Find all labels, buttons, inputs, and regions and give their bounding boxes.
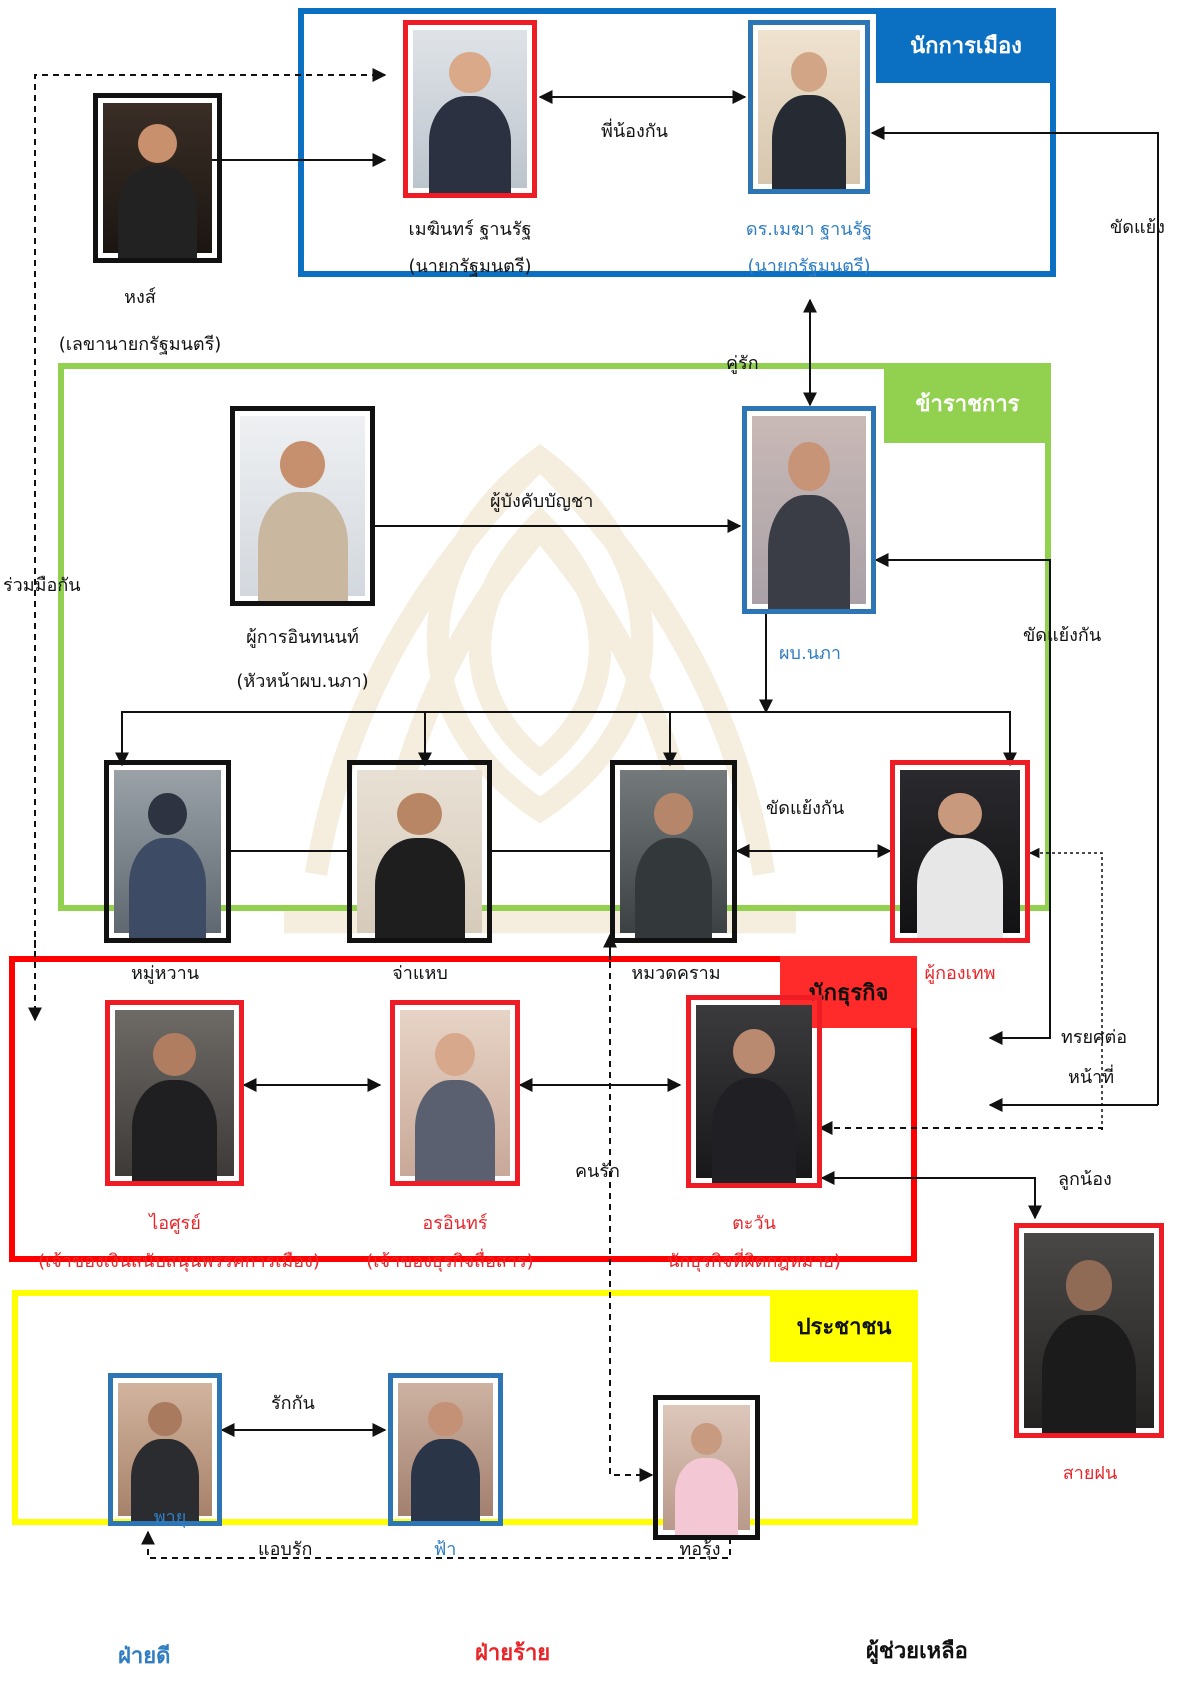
photo-muadkram	[610, 760, 737, 943]
caption-jaehaeb: จ่าแหบ	[392, 963, 448, 984]
label-subordinate: ลูกน้อง	[1058, 1169, 1112, 1190]
caption-muadkram: หมวดคราม	[631, 963, 721, 984]
label-conflict-muadkram: ขัดแย้งกัน	[766, 798, 845, 819]
label-corrupt-1: ทรยศต่อ	[1061, 1027, 1128, 1048]
photo-mayin	[403, 20, 537, 198]
legend-good: ฝ่ายดี	[118, 1644, 171, 1669]
caption-napa: ผบ.นภา	[779, 643, 841, 664]
citizen-group-tag: ประชาชน	[770, 1290, 918, 1362]
caption-mayin-name: เมฆินทร์ ฐานรัฐ	[408, 219, 532, 240]
caption-inthanon-role: (หัวหน้าผบ.นภา)	[236, 671, 369, 692]
caption-kongthep: ผู้กองเทพ	[924, 963, 996, 984]
label-love-each: รักกัน	[271, 1393, 315, 1414]
caption-saifon: สายฝน	[1062, 1463, 1118, 1484]
photo-payu	[108, 1373, 222, 1526]
photo-fah	[388, 1373, 503, 1526]
politics-group-box	[298, 8, 1056, 277]
caption-aisoon-role: (เจ้าของเงินสนับสนุนพรรคการเมือง)	[38, 1251, 320, 1272]
label-commander: ผู้บังคับบัญชา	[490, 491, 594, 512]
caption-inthanon-name: ผู้การอินทนนท์	[246, 627, 359, 648]
caption-thorung: ทอรุ้ง	[679, 1539, 721, 1560]
caption-mekha-role: (นายกรัฐมนตรี)	[747, 256, 871, 277]
label-corrupt-2: หน้าที่	[1068, 1067, 1115, 1088]
legend-helper: ผู้ช่วยเหลือ	[866, 1639, 968, 1664]
photo-hong	[93, 93, 222, 263]
photo-muwan	[104, 760, 231, 943]
caption-payu: พายุ	[153, 1507, 187, 1528]
photo-mekha	[748, 20, 870, 194]
business-group-box	[9, 956, 917, 1262]
civil-group-box	[58, 363, 1051, 911]
photo-thorung	[653, 1395, 760, 1540]
caption-orarin-name: อรอินทร์	[422, 1213, 488, 1234]
label-cooperate: ร่วมมือกัน	[3, 575, 81, 596]
caption-tawan-role: นักธุรกิจที่ผิดกฎหมาย)	[667, 1251, 841, 1272]
photo-kongthep	[890, 760, 1030, 943]
label-secret-love: แอบรัก	[258, 1539, 313, 1560]
label-siblings: พี่น้องกัน	[601, 121, 668, 142]
caption-hong-name: หงส์	[124, 287, 156, 308]
photo-aisoon	[105, 1000, 244, 1186]
photo-tawan	[686, 995, 822, 1188]
politics-group-tag: นักการเมือง	[876, 8, 1056, 83]
caption-mayin-role: (นายกรัฐมนตรี)	[408, 256, 532, 277]
business-group-tag: นักธุรกิจ	[780, 956, 917, 1028]
label-conflict: ขัดแย้ง	[1110, 217, 1165, 238]
photo-inthanon	[230, 406, 375, 606]
photo-saifon	[1014, 1223, 1164, 1438]
label-lover: คนรัก	[575, 1161, 620, 1182]
legend-bad: ฝ่ายร้าย	[475, 1641, 551, 1666]
caption-mekha-name: ดร.เมฆา ฐานรัฐ	[745, 219, 873, 240]
photo-napa	[742, 406, 876, 614]
caption-hong-role: (เลขานายกรัฐมนตรี)	[58, 334, 222, 355]
caption-fah: ฟ้า	[433, 1539, 457, 1560]
photo-orarin	[390, 1000, 520, 1186]
caption-orarin-role: (เจ้าของธุรกิจสื่อสาร)	[366, 1251, 534, 1272]
caption-muwan: หมู่หวาน	[130, 963, 200, 984]
label-couple: คู่รัก	[726, 353, 759, 374]
caption-aisoon-name: ไอศูรย์	[149, 1213, 201, 1234]
civil-group-tag: ข้าราชการ	[884, 363, 1051, 443]
caption-tawan-name: ตะวัน	[732, 1213, 776, 1234]
label-conflict-napa: ขัดแย้งกัน	[1023, 625, 1102, 646]
photo-jaehaeb	[347, 760, 492, 943]
